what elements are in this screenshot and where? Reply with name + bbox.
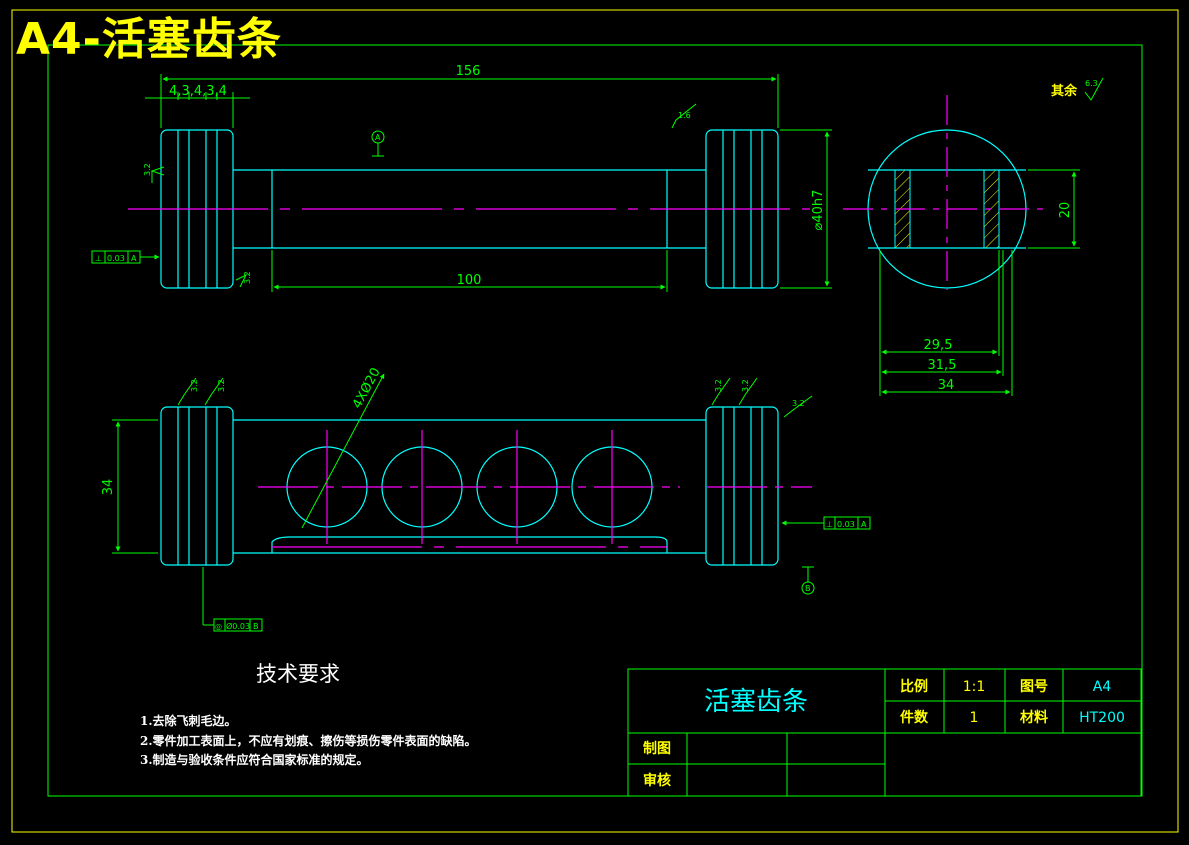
title-block-text: 活塞齿条 比例 1:1 图号 A4 件数 1 材料 HT200 制图 审核 <box>643 678 1125 789</box>
datum-a-marker <box>371 130 385 157</box>
perp-value-left: 0.03 <box>107 254 125 263</box>
dim-holes: 4XØ20 <box>350 365 384 411</box>
roughness-32-b4: 3.2 <box>741 379 750 392</box>
roughness-32-left: 3.2 <box>143 163 152 176</box>
quantity-label: 件数 <box>900 709 929 726</box>
roughness-16: 1.6 <box>678 111 691 120</box>
dim-width-b: 31,5 <box>928 358 957 373</box>
inner-frame <box>47 44 1143 797</box>
part-name: 活塞齿条 <box>704 687 808 717</box>
dim-diameter: ⌀40h7 <box>811 190 826 231</box>
dim-bottom-height: 34 <box>101 479 116 496</box>
perp-symbol-left: ⊥ <box>95 254 102 263</box>
tech-requirement-item: 1.去除飞刺毛边。 <box>140 714 237 728</box>
checked-label: 审核 <box>643 772 671 789</box>
page-title: A4-活塞齿条 <box>16 14 282 65</box>
roughness-marks-front <box>150 103 697 288</box>
dim-body-length: 100 <box>457 273 482 288</box>
perp-value-right: 0.03 <box>837 520 855 529</box>
roughness-32-front-lower: 3.2 <box>243 271 252 284</box>
roughness-32-b3: 3.2 <box>714 379 723 392</box>
perpendicularity-frame-left <box>91 250 160 264</box>
outer-frame <box>11 9 1179 833</box>
material-label: 材料 <box>1020 709 1048 726</box>
roughness-general-mark <box>1084 77 1104 101</box>
quantity-value: 1 <box>970 710 979 726</box>
dim-flange-widths: 4,3,4,3,4 <box>169 84 227 99</box>
roughness-general-label: 其余 <box>1051 83 1078 99</box>
tech-requirements-title: 技术要求 <box>256 662 340 686</box>
dim-width-a: 29,5 <box>924 338 953 353</box>
roughness-32-b5: 3.2 <box>792 399 805 408</box>
bottom-center-lines <box>258 430 812 548</box>
tech-requirement-item: 2.零件加工表面上，不应有划痕、擦伤等损伤零件表面的缺陷。 <box>140 734 477 748</box>
bottom-dimensions <box>112 373 871 632</box>
title-block-grid <box>627 668 1142 797</box>
side-dimensions <box>879 169 1080 396</box>
roughness-marks-bottom <box>177 377 813 418</box>
dim-width-c: 34 <box>938 378 955 393</box>
perp-datum-left: A <box>131 254 137 263</box>
dim-right-height: 20 <box>1058 202 1073 219</box>
scale-label: 比例 <box>900 678 928 695</box>
roughness-32-b2: 3.2 <box>217 379 226 392</box>
drawn-label: 制图 <box>643 740 671 757</box>
bottom-view <box>160 406 779 566</box>
datum-a-label: A <box>375 133 381 142</box>
drawing-no-label: 图号 <box>1020 679 1048 695</box>
dim-overall-length: 156 <box>456 64 481 79</box>
small-annotations: 1.6 3.2 3.2 6.3 3.2 3.2 3.2 3.2 3.2 A B … <box>95 79 1098 631</box>
conc-value: Ø0.03 <box>226 621 250 631</box>
perp-datum-right: A <box>861 520 867 529</box>
roughness-general-value: 6.3 <box>1085 79 1098 88</box>
datum-b-label: B <box>805 584 811 593</box>
scale-value: 1:1 <box>963 679 986 695</box>
drawing-no-value: A4 <box>1093 679 1112 695</box>
perp-symbol-right: ⊥ <box>826 520 833 529</box>
conc-datum: B <box>253 622 259 631</box>
side-view <box>843 95 1050 290</box>
front-dimensions <box>145 74 832 292</box>
material-value: HT200 <box>1079 710 1125 726</box>
roughness-32-b1: 3.2 <box>190 379 199 392</box>
tech-requirement-item: 3.制造与验收条件应符合国家标准的规定。 <box>140 753 369 767</box>
conc-symbol: ◎ <box>215 622 222 631</box>
